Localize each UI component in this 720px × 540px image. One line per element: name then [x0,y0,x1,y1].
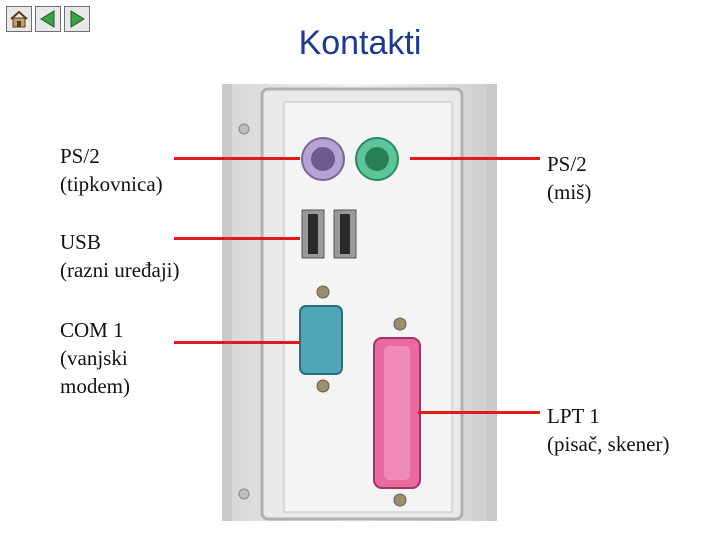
com1-arrow [174,341,300,344]
usb-arrow [174,237,300,240]
back-button[interactable] [35,6,61,32]
ps2-mouse-arrow [410,157,540,160]
slide-navigation [6,6,90,32]
home-button[interactable] [6,6,32,32]
com1-label: COM 1 (vanjski modem) [60,318,130,398]
back-panel-photo [222,84,497,521]
lpt1-label: LPT 1 (pisač, skener) [547,404,670,456]
slide-title: Kontakti [298,24,422,62]
forward-button[interactable] [64,6,90,32]
ps2-keyboard-arrow [174,157,300,160]
ps2-keyboard-label: PS/2 (tipkovnica) [60,144,163,196]
usb-ports [301,209,357,259]
back-triangle-icon [40,10,55,28]
ps2-mouse-label: PS/2 (miš) [547,152,592,204]
lpt1-arrow [418,411,540,414]
ps2-mouse-port [355,137,399,181]
ps2-keyboard-port [301,137,345,181]
usb-label: USB (razni uređaji) [60,230,180,282]
home-icon [10,10,28,28]
forward-triangle-icon [70,10,85,28]
lpt1-port [373,317,421,507]
com1-port [299,285,343,393]
